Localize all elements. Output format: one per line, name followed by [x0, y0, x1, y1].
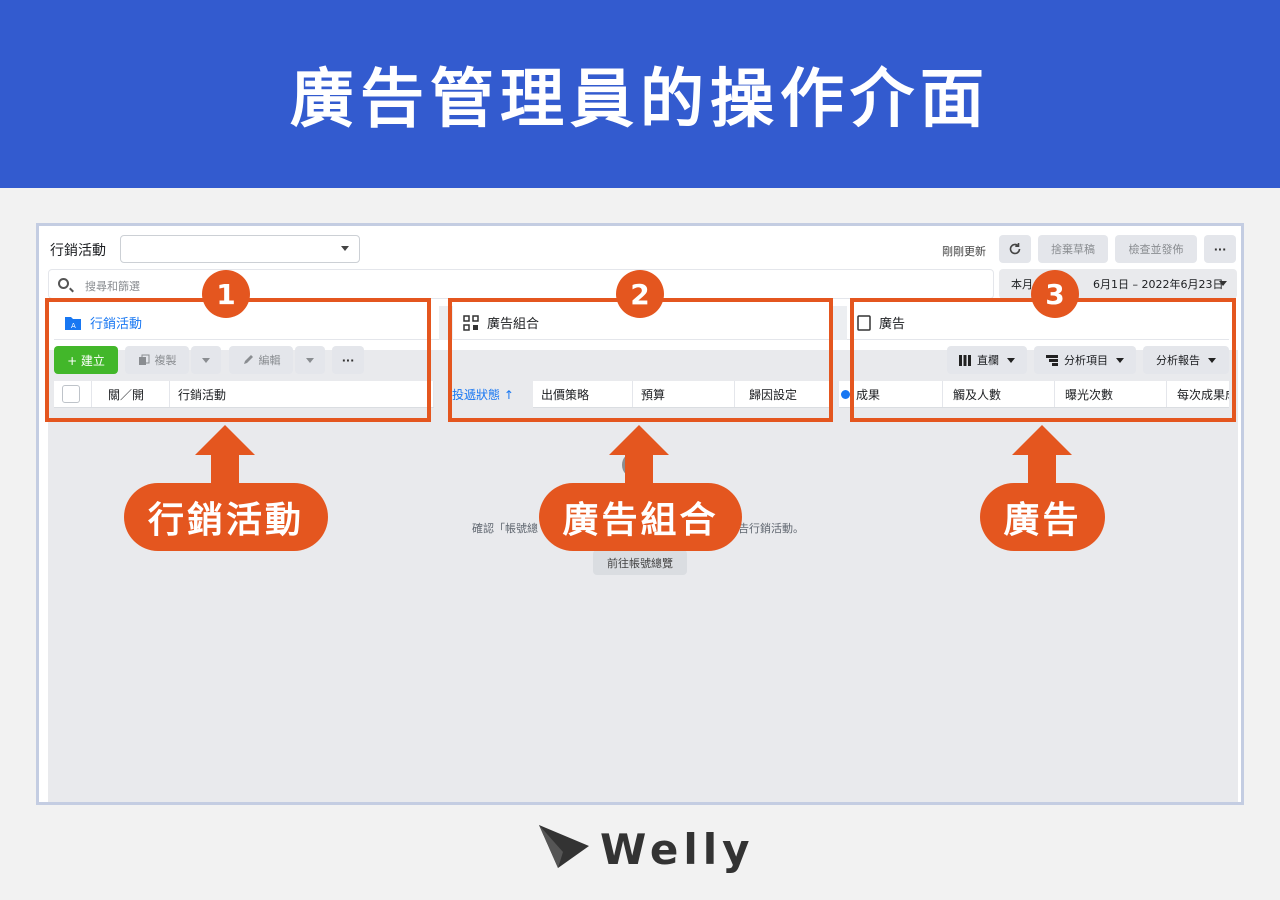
reports-label: 分析報告 [1156, 354, 1200, 367]
reach-header[interactable]: 觸及人數 [943, 381, 1055, 407]
cost-per-result-header[interactable]: 每次成果成 [1177, 387, 1229, 402]
search-icon [58, 278, 69, 289]
tab-ads-label: 廣告 [879, 317, 906, 332]
info-icon [841, 389, 850, 399]
welly-logo-icon [539, 825, 589, 868]
bid-strategy-header[interactable]: 出價策略 [533, 381, 633, 407]
budget-header[interactable]: 預算 [633, 381, 735, 407]
refresh-icon [1009, 243, 1021, 255]
badge-3: 3 [1031, 270, 1079, 318]
adset-table-header: 出價策略 預算 歸因設定 [533, 381, 833, 408]
campaigns-label: 行銷活動 [50, 243, 106, 259]
empty-area [48, 350, 1238, 802]
folder-icon: A [65, 316, 81, 330]
edit-dropdown[interactable] [295, 346, 325, 374]
goto-account-overview-button[interactable]: 前往帳號總覽 [593, 550, 687, 575]
badge-1: 1 [202, 270, 250, 318]
svg-text:A: A [71, 322, 76, 330]
results-header[interactable]: 成果 [839, 381, 943, 407]
breakdown-label: 分析項目 [1064, 354, 1108, 367]
date-range: 6月1日 – 2022年6月23日 [1093, 278, 1224, 291]
date-prefix: 本月 [1011, 278, 1033, 291]
badge-2: 2 [616, 270, 664, 318]
arrow-up-icon [195, 425, 255, 495]
updated-status: 剛剛更新 [942, 245, 986, 258]
chevron-down-icon [306, 357, 314, 363]
highlight-ads [850, 298, 1236, 422]
tab-divider [833, 306, 847, 340]
search-placeholder: 搜尋和篩選 [85, 280, 140, 293]
search-bar[interactable]: 搜尋和篩選 [48, 269, 994, 299]
copy-icon [138, 354, 149, 365]
brand-name: Welly [600, 825, 755, 874]
duplicate-label: 複製 [154, 354, 177, 367]
account-select[interactable] [120, 235, 360, 263]
chevron-down-icon [202, 357, 210, 363]
delivery-column-header-wrap: 投遞狀態 ↑ [434, 381, 534, 408]
tab-campaigns[interactable]: A 行銷活動 [54, 306, 439, 340]
reports-button[interactable]: 分析報告 [1143, 346, 1229, 374]
campaign-table-header: 關／開 行銷活動 [54, 381, 434, 408]
tab-campaigns-label: 行銷活動 [90, 317, 143, 332]
results-header-label: 成果 [856, 387, 881, 402]
columns-icon [959, 354, 971, 366]
more-button[interactable]: ··· [1204, 235, 1236, 263]
impressions-header[interactable]: 曝光次數 [1055, 381, 1167, 407]
chevron-down-icon [341, 246, 349, 251]
tab-adsets-label: 廣告組合 [487, 317, 540, 332]
ads-table-header: 成果 觸及人數 曝光次數 每次成果成 [839, 381, 1229, 408]
create-button[interactable]: + 建立 [54, 346, 118, 374]
edit-button[interactable]: 編輯 [229, 346, 293, 374]
delivery-column-header[interactable]: 投遞狀態 ↑ [452, 388, 514, 402]
empty-message-left: 確認「帳號總 [472, 522, 538, 535]
columns-label: 直欄 [977, 354, 999, 367]
toggle-column-header[interactable]: 關／開 [92, 381, 170, 407]
arrow-up-icon [609, 425, 669, 495]
chevron-down-icon [1007, 357, 1015, 363]
empty-message-right: 告行銷活動。 [738, 522, 804, 535]
arrow-up-icon [1012, 425, 1072, 495]
campaign-more-button[interactable]: ··· [332, 346, 364, 374]
breakdown-icon [1046, 354, 1058, 366]
banner: 廣告管理員的操作介面 [0, 0, 1280, 188]
select-all-cell [54, 381, 92, 407]
discard-draft-button[interactable]: 捨棄草稿 [1038, 235, 1108, 263]
attribution-header[interactable]: 歸因設定 [749, 387, 798, 402]
refresh-button[interactable] [999, 235, 1031, 263]
review-publish-button[interactable]: 檢查並發佈 [1115, 235, 1197, 263]
pill-adsets: 廣告組合 [539, 483, 742, 551]
pill-ads: 廣告 [980, 483, 1105, 551]
banner-title: 廣告管理員的操作介面 [290, 63, 990, 137]
pill-campaigns: 行銷活動 [124, 483, 328, 551]
highlight-campaigns [45, 298, 431, 422]
grid-icon [463, 314, 479, 331]
chevron-down-icon [1219, 281, 1227, 286]
chevron-down-icon [1208, 357, 1216, 363]
breakdown-button[interactable]: 分析項目 [1034, 346, 1136, 374]
edit-label: 編輯 [258, 354, 281, 367]
duplicate-button[interactable]: 複製 [125, 346, 189, 374]
select-all-checkbox[interactable] [62, 385, 80, 403]
columns-button[interactable]: 直欄 [947, 346, 1027, 374]
campaign-column-header[interactable]: 行銷活動 [170, 381, 434, 407]
duplicate-dropdown[interactable] [191, 346, 221, 374]
pencil-icon [243, 355, 253, 364]
chevron-down-icon [1116, 357, 1124, 363]
ad-icon [857, 314, 871, 331]
